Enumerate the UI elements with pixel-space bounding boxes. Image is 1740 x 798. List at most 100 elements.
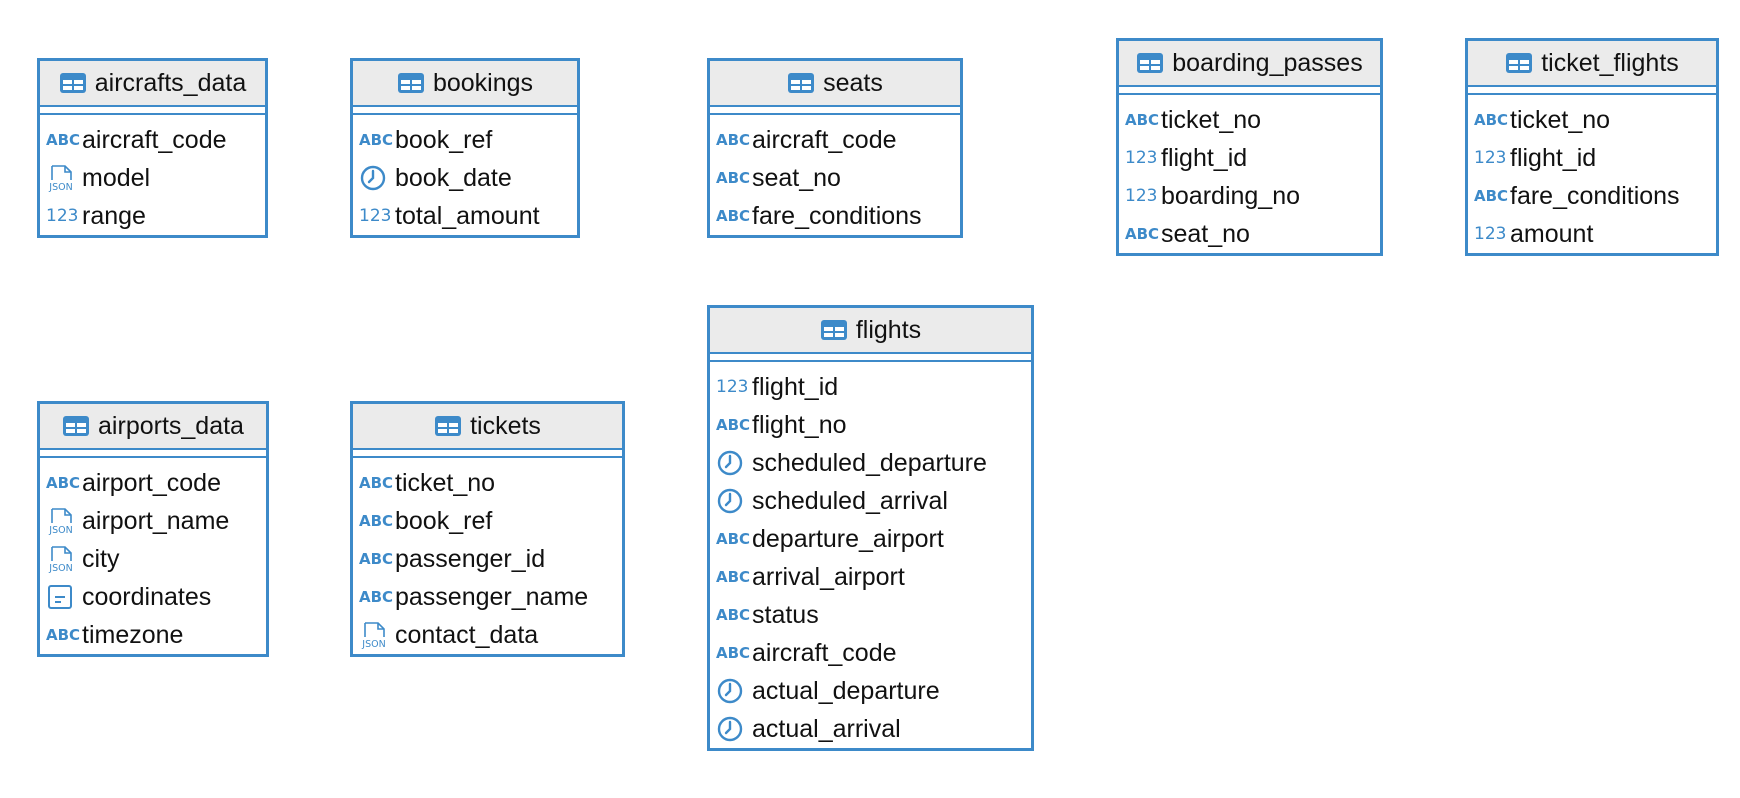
- text-type-icon: ABC: [1125, 111, 1160, 129]
- table-header[interactable]: seats: [710, 61, 960, 107]
- text-type-icon: ABC: [359, 512, 394, 530]
- table-header[interactable]: bookings: [353, 61, 577, 107]
- number-type-icon: 123: [716, 377, 749, 397]
- table-title: bookings: [432, 68, 534, 97]
- column-row[interactable]: actual_arrival: [710, 710, 1031, 748]
- column-name: amount: [1510, 219, 1594, 248]
- column-name: coordinates: [82, 582, 212, 611]
- column-row[interactable]: actual_departure: [710, 672, 1031, 710]
- column-row[interactable]: book_date: [353, 159, 577, 197]
- column-name: flight_id: [752, 372, 839, 401]
- column-name: book_ref: [395, 506, 493, 535]
- column-name: scheduled_arrival: [752, 486, 948, 515]
- text-type-icon: ABC: [716, 606, 751, 624]
- text-type-icon: ABC: [716, 169, 751, 187]
- table-header[interactable]: tickets: [353, 404, 622, 450]
- text-type-icon: ABC: [716, 530, 751, 548]
- table-header[interactable]: boarding_passes: [1119, 41, 1380, 87]
- table-icon: [434, 415, 462, 437]
- column-name: status: [752, 600, 819, 629]
- column-name: airport_code: [82, 468, 221, 497]
- column-name: flight_id: [1161, 143, 1248, 172]
- column-name: aircraft_code: [752, 638, 897, 667]
- number-type-icon: 123: [1125, 148, 1158, 168]
- column-name: fare_conditions: [1510, 181, 1680, 210]
- text-type-icon: ABC: [359, 588, 394, 606]
- column-name: flight_id: [1510, 143, 1597, 172]
- text-type-icon: ABC: [359, 550, 394, 568]
- header-divider: [710, 354, 1031, 362]
- column-name: total_amount: [395, 201, 540, 230]
- text-type-icon: ABC: [1125, 225, 1160, 243]
- table-title: tickets: [470, 411, 541, 440]
- header-divider: [353, 107, 577, 115]
- column-row[interactable]: scheduled_arrival: [710, 482, 1031, 520]
- header-divider: [1119, 87, 1380, 95]
- table-header[interactable]: aircrafts_data: [40, 61, 265, 107]
- table-icon: [397, 72, 425, 94]
- svg-text:JSON: JSON: [361, 639, 385, 649]
- text-type-icon: ABC: [359, 474, 394, 492]
- json-type-icon: JSON: [46, 546, 80, 573]
- table-header[interactable]: airports_data: [40, 404, 266, 450]
- column-row[interactable]: scheduled_departure: [710, 444, 1031, 482]
- column-name: book_date: [395, 163, 512, 192]
- number-type-icon: 123: [1125, 186, 1158, 206]
- table-header[interactable]: ticket_flights: [1468, 41, 1716, 87]
- table-header[interactable]: flights: [710, 308, 1031, 354]
- column-name: passenger_name: [395, 582, 589, 611]
- column-row[interactable]: coordinates: [40, 578, 266, 616]
- svg-text:JSON: JSON: [48, 182, 72, 192]
- table-icon: [1136, 52, 1164, 74]
- table-title: ticket_flights: [1541, 48, 1679, 77]
- column-name: scheduled_departure: [752, 448, 987, 477]
- column-name: range: [82, 201, 146, 230]
- table-title: seats: [823, 68, 883, 97]
- json-type-icon: JSON: [46, 165, 80, 192]
